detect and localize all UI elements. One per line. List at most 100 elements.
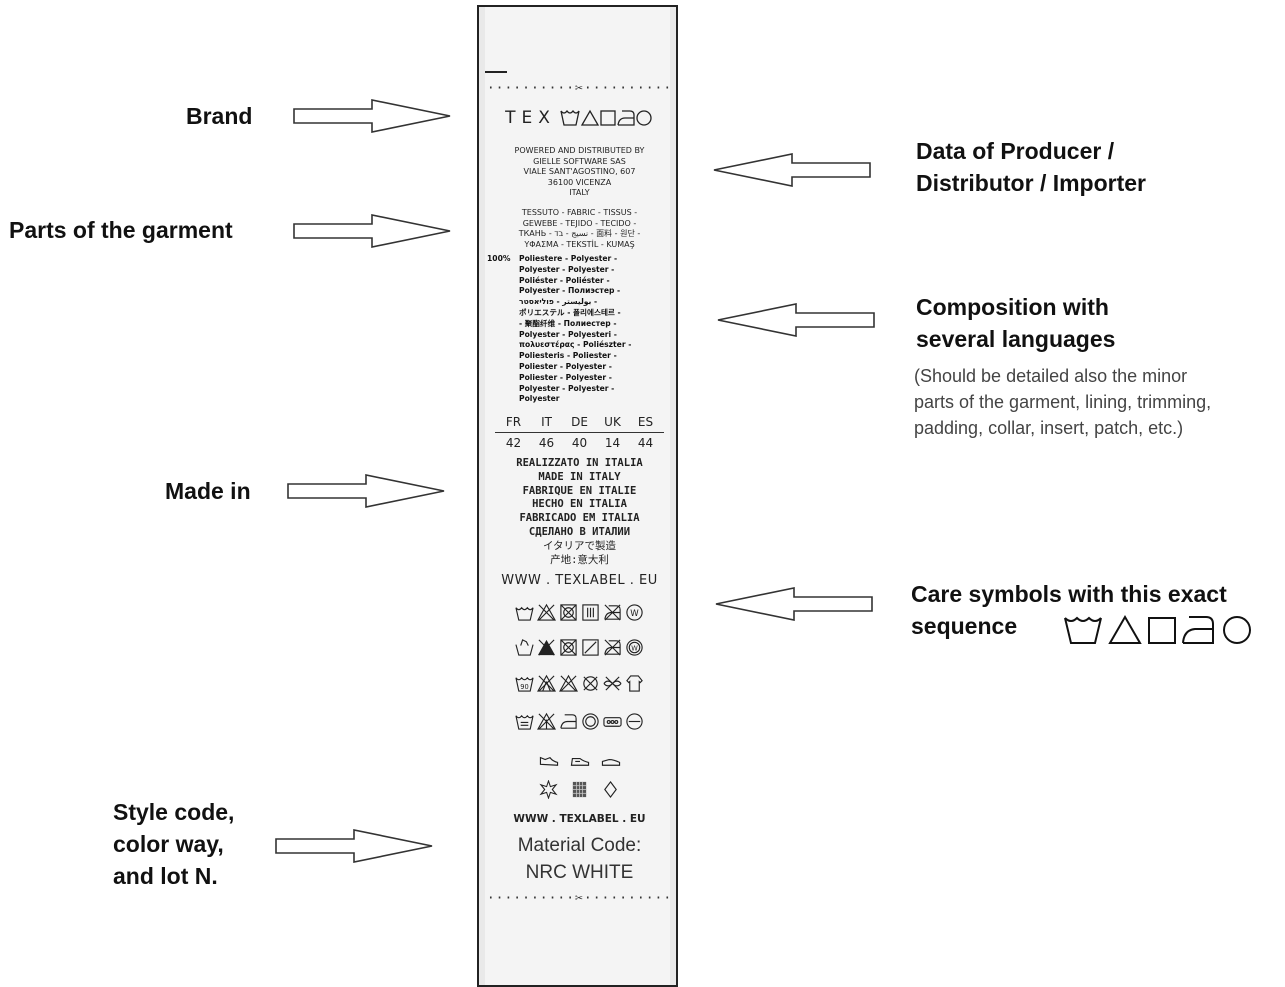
care-symbols-row-5	[485, 751, 674, 770]
shoe-icon	[568, 751, 592, 770]
made-in-line: СДЕЛАНО В ИТАЛИИ	[485, 526, 674, 540]
drip-dry-icon	[581, 638, 600, 657]
size-label: IT	[530, 415, 563, 429]
composition-line: Polyester - Polyesteri -	[519, 330, 673, 341]
size-label: UK	[596, 415, 629, 429]
arrow-left-icon	[714, 586, 874, 622]
arrow-right-icon	[292, 98, 452, 134]
callout-style-line-1: Style code,	[113, 796, 234, 828]
shoe-icon	[599, 751, 623, 770]
steam-icon	[603, 712, 622, 731]
made-in-line: 产地:意大利	[485, 554, 674, 568]
wet-clean-icon: W	[625, 603, 644, 622]
wet-clean-icon: W	[625, 638, 644, 657]
label-website-2: WWW . TEXLABEL . EU	[485, 813, 674, 825]
composition-line: Poliester - Polyester -	[519, 373, 673, 384]
square-dry-icon	[1149, 618, 1175, 643]
composition-line: Polyester - Polyester -	[519, 384, 673, 395]
fabric-line: ΥΦΑΣΜΑ - TEKSTİL - KUMAŞ	[485, 240, 674, 251]
wash-icon	[515, 603, 534, 622]
composition-line: ポリエステル - 폴리에스테르 -	[519, 308, 673, 319]
composition-line: Polyester	[519, 394, 673, 405]
composition-note-line-2: parts of the garment, lining, trimming,	[914, 389, 1211, 415]
callout-brand: Brand	[186, 100, 252, 132]
arrow-left-icon	[716, 302, 876, 338]
label-producer-block: POWERED AND DISTRIBUTED BY GIELLE SOFTWA…	[485, 146, 674, 199]
size-value: 42	[497, 436, 530, 450]
no-tumble-dry-icon	[559, 603, 578, 622]
shoe-icon	[537, 751, 561, 770]
callout-style-line-3: and lot N.	[113, 860, 234, 892]
size-value: 46	[530, 436, 563, 450]
producer-line: 36100 VICENZA	[485, 178, 674, 189]
fabric-line: ТКАНЬ - نسيج - בד - 面料 - 원단 -	[485, 229, 674, 240]
no-dry-icon	[559, 638, 578, 657]
svg-text:90: 90	[520, 683, 528, 691]
professional-clean-icon	[625, 712, 644, 731]
fabric-line: TESSUTO - FABRIC - TISSUS -	[485, 208, 674, 219]
material-code-label: Material Code:	[485, 832, 674, 859]
label-brand-row: TEX	[485, 108, 674, 128]
star-burst-icon	[539, 780, 558, 799]
svg-text:W: W	[631, 644, 638, 652]
composition-line: Poliéster - Poliéster -	[519, 276, 673, 287]
callout-parts-of-garment: Parts of the garment	[9, 214, 233, 246]
care-sequence-icons	[1063, 612, 1255, 648]
label-made-in-block: REALIZZATO IN ITALIA MADE IN ITALY FABRI…	[485, 457, 674, 567]
cut-line-bottom: ··········✂··········	[485, 891, 674, 906]
no-dryclean-icon	[581, 674, 600, 693]
arrow-left-icon	[712, 152, 872, 188]
producer-line: ITALY	[485, 188, 674, 199]
svg-text:W: W	[630, 609, 639, 619]
cut-line-top: ··········✂··········	[485, 81, 674, 96]
circle-dryclean-icon	[1224, 617, 1250, 643]
callout-composition-line-2: several languages	[916, 323, 1115, 355]
care-symbols-row-6	[485, 780, 674, 799]
composition-line: - 聚酯纤维 - Полиестер -	[519, 319, 673, 330]
no-wring-icon	[603, 674, 622, 693]
composition-line: πολυεστέρας - Poliészter -	[519, 340, 673, 351]
callout-care-line-1: Care symbols with this exact	[911, 578, 1227, 610]
fabric-line: GEWEBE - TEJIDO - TECIDO -	[485, 219, 674, 230]
composition-note: (Should be detailed also the minor parts…	[914, 363, 1211, 441]
bleach-filled-icon	[537, 638, 556, 657]
size-label: ES	[629, 415, 662, 429]
label-website-1: WWW . TEXLABEL . EU	[485, 573, 674, 588]
arrow-right-icon	[286, 473, 446, 509]
garment-icon	[625, 674, 644, 693]
producer-line: VIALE SANT'AGOSTINO, 607	[485, 167, 674, 178]
made-in-line: MADE IN ITALY	[485, 471, 674, 485]
label-fabric-block: TESSUTO - FABRIC - TISSUS - GEWEBE - TEJ…	[485, 208, 674, 250]
made-in-line: FABRIQUE EN ITALIE	[485, 485, 674, 499]
callout-producer-line-2: Distributor / Importer	[916, 167, 1146, 199]
label-brand: TEX	[505, 108, 556, 128]
iron-icon	[559, 712, 578, 731]
arrow-right-icon	[292, 213, 452, 249]
callout-producer-line-1: Data of Producer /	[916, 135, 1146, 167]
made-in-line: FABRICADO EM ITALIA	[485, 512, 674, 526]
dryclean-icon	[581, 712, 600, 731]
no-iron-icon	[603, 603, 622, 622]
callout-producer-data: Data of Producer / Distributor / Importe…	[916, 135, 1146, 199]
callout-style-code: Style code, color way, and lot N.	[113, 796, 234, 892]
hand-wash-icon	[515, 638, 534, 657]
no-bleach-icon	[537, 603, 556, 622]
material-code-value: NRC WHITE	[485, 859, 674, 886]
composition-line: Polyester - Полиэстер -	[519, 286, 673, 297]
label-stitch-mark	[485, 71, 507, 73]
producer-line: GIELLE SOFTWARE SAS	[485, 157, 674, 168]
composition-note-line-1: (Should be detailed also the minor	[914, 363, 1211, 389]
garment-label-fabric: ··········✂·········· TEX POWERED AND DI…	[485, 7, 670, 985]
no-iron-icon	[603, 638, 622, 657]
arrow-right-icon	[274, 828, 434, 864]
made-in-line: HECHO EN ITALIA	[485, 498, 674, 512]
composition-line: بوليستر - פוליאסטר -	[519, 297, 673, 308]
care-symbols-row-4	[485, 712, 674, 731]
composition-line: Polyester - Polyester -	[519, 265, 673, 276]
made-in-line: REALIZZATO IN ITALIA	[485, 457, 674, 471]
diamond-icon	[601, 780, 620, 799]
composition-percent: 100%	[487, 254, 510, 265]
composition-lines: Poliestere - Polyester - Polyester - Pol…	[519, 254, 673, 405]
